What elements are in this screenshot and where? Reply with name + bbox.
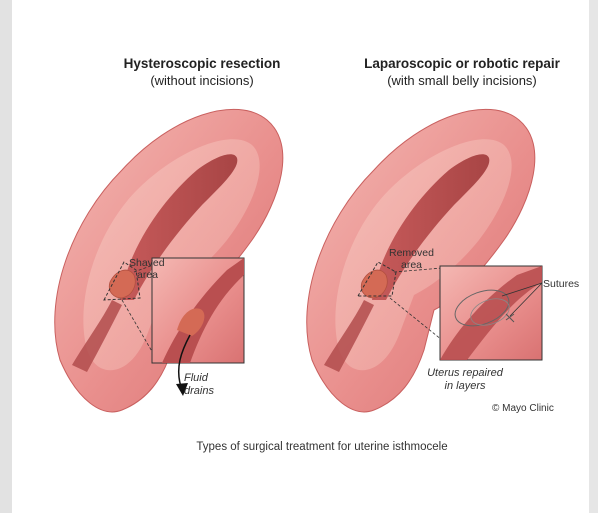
figure-caption: Types of surgical treatment for uterine … xyxy=(152,441,492,453)
label-line: Shaved xyxy=(129,257,179,269)
uterus-repaired-label: Uterus repaired in layers xyxy=(410,367,520,393)
isthmocele-illustration: Hysteroscopic resection (without incisio… xyxy=(12,0,589,513)
right-inset xyxy=(440,266,542,360)
fluid-drains-label: Fluid drains xyxy=(184,372,234,398)
shaved-area-label: Shaved area xyxy=(129,257,179,281)
left-margin-strip xyxy=(0,0,12,513)
label-line: Fluid xyxy=(184,372,234,385)
sutures-label: Sutures xyxy=(543,278,587,290)
label-line: Uterus repaired xyxy=(410,367,520,380)
label-line: drains xyxy=(184,385,234,398)
removed-area-label: Removed area xyxy=(389,247,449,271)
copyright-credit: © Mayo Clinic xyxy=(492,403,554,414)
uterus-drawings xyxy=(12,0,589,513)
label-line: Removed xyxy=(389,247,449,259)
label-line: in layers xyxy=(410,380,520,393)
label-line: Sutures xyxy=(543,278,579,290)
label-line: area xyxy=(389,259,449,271)
label-line: area xyxy=(129,269,179,281)
